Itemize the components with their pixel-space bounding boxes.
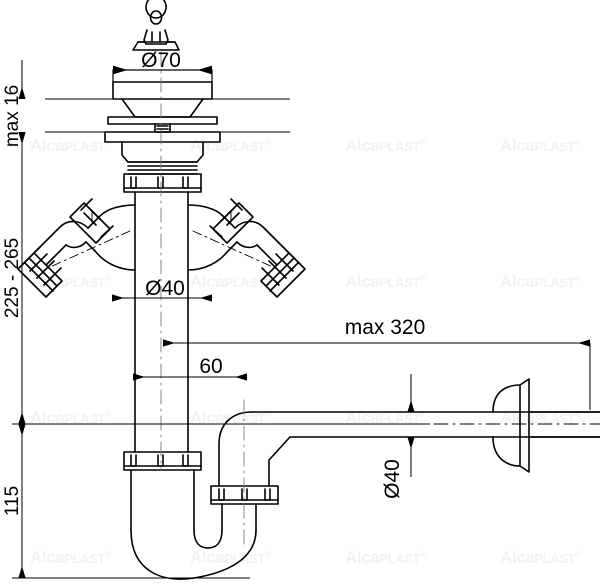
trap-nut-left-rib-2 (157, 454, 164, 467)
strainer-nut (123, 173, 202, 193)
dim-max-320 (163, 339, 591, 410)
trap-nut-right-rib-2 (241, 488, 248, 501)
nut-rib-1 (130, 176, 137, 189)
label-max-16: max 16 (2, 85, 23, 147)
trap-nut-left (123, 451, 202, 471)
barb-cross-L1 (22, 246, 41, 265)
left-branch-centerline (47, 230, 131, 269)
barb-cross-R4 (261, 267, 280, 286)
trap-nut-right-rib-3 (264, 488, 271, 501)
label-225-265: 225 - 265 (2, 238, 23, 318)
nut-rib-3 (182, 176, 189, 189)
gasket-plate (104, 131, 221, 143)
trap-nut-right-rib-1 (218, 488, 225, 501)
barb-cross-R1 (282, 246, 301, 265)
chain-ring-outer (145, 0, 167, 19)
left-nut-slot-2 (83, 212, 97, 226)
trap-nut-left-rib-3 (182, 454, 189, 467)
left-inlet-branch (17, 198, 136, 298)
plug-assembly (132, 0, 180, 51)
rosette-rim (519, 378, 530, 473)
right-elbow-outer (234, 220, 290, 254)
trap-nut-left-rib-1 (130, 454, 137, 467)
right-elbow-inner-a (236, 241, 258, 249)
rosette-body (492, 384, 521, 467)
trap-bend-inner-left (193, 529, 209, 549)
wall-outlet-pipe (199, 378, 600, 473)
left-nut-edge-1 (80, 198, 93, 211)
trap-bend-outer-right (193, 529, 257, 579)
label-60: 60 (199, 355, 222, 378)
right-branch-top (187, 204, 236, 229)
right-branch-centerline (192, 230, 276, 269)
left-nut-edge-2 (100, 225, 114, 238)
main-vertical-pipe (134, 191, 189, 453)
label-diameter-40-outlet: Ø40 (381, 459, 404, 499)
nut-rib-2 (157, 176, 164, 189)
left-elbow-outer (33, 220, 89, 254)
label-diameter-40-pipe: Ø40 (145, 277, 185, 300)
barb-cross-R2 (275, 253, 294, 272)
barb-cross-L2 (29, 253, 48, 272)
chain-ring-inner (149, 10, 163, 25)
strainer-cone (121, 98, 204, 118)
left-elbow-inner-a (65, 241, 87, 249)
left-branch-top (87, 204, 136, 229)
barb-cross-L4 (43, 267, 62, 286)
right-nut-edge-1 (230, 198, 243, 211)
trap-riser-inner (268, 436, 291, 487)
trap-bend-outer-left (130, 529, 195, 580)
flange-plate-upper (107, 116, 218, 125)
dim-diameter-70 (112, 65, 213, 83)
right-elbow-inner-b (256, 244, 278, 266)
left-nut-slot-1 (88, 207, 102, 221)
trap-nut-right (210, 485, 279, 505)
strainer-flange-cup (112, 81, 213, 100)
right-nut-slot-1 (221, 207, 235, 221)
right-inlet-branch (187, 198, 306, 298)
trap-riser-outer (218, 411, 253, 487)
label-115: 115 (2, 486, 23, 516)
label-max-320: max 320 (345, 316, 426, 339)
right-nut-edge-2 (209, 225, 223, 238)
left-branch-bottom (85, 241, 136, 271)
left-elbow-inner-b (45, 244, 67, 266)
trap-bend-inner-right (207, 529, 223, 549)
right-branch-bottom (187, 241, 238, 271)
shackle (143, 29, 169, 45)
strainer-taper (121, 141, 204, 163)
label-diameter-70: Ø70 (141, 49, 181, 72)
barb-cross-R3 (268, 260, 287, 279)
right-nut-slot-2 (226, 212, 240, 226)
strainer-assembly (104, 81, 221, 193)
barb-cross-L3 (36, 260, 55, 279)
